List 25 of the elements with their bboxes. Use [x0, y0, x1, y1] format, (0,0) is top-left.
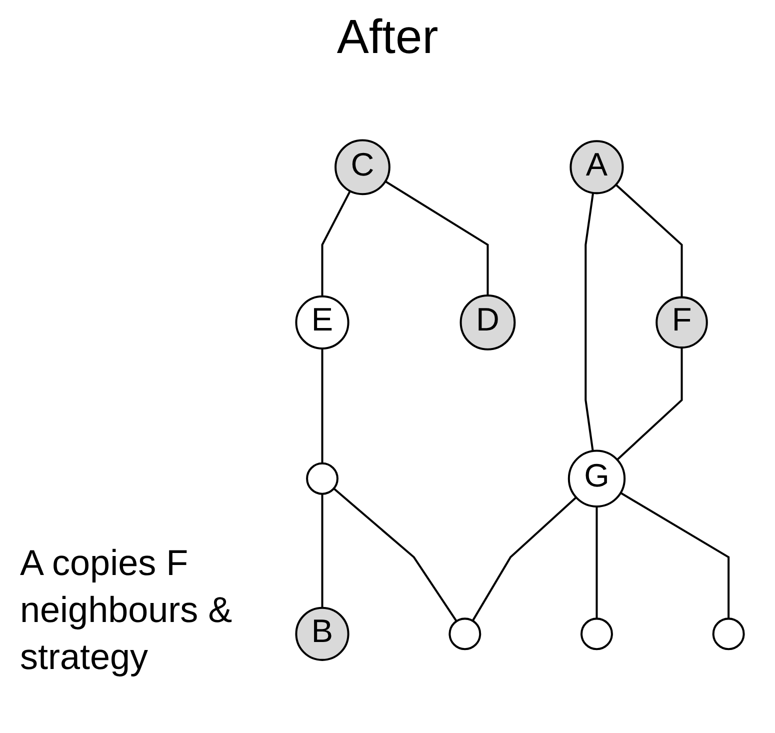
node-circle — [580, 618, 613, 650]
connector — [584, 192, 594, 452]
connector — [384, 180, 489, 296]
connector — [615, 184, 683, 298]
network-diagram: E C B D A G F — [280, 124, 760, 676]
connector — [620, 492, 730, 619]
node-circle — [570, 140, 624, 194]
connector — [616, 348, 683, 460]
node-circle — [656, 296, 708, 348]
connector — [321, 348, 324, 464]
node-circle — [295, 295, 350, 350]
node-circle — [295, 606, 350, 661]
diagram-title: After — [336, 10, 440, 65]
connector — [596, 506, 598, 619]
node-circle — [448, 618, 482, 650]
connector — [321, 494, 324, 608]
connector — [321, 190, 351, 296]
note-text: A copies F neighbours & strategy — [20, 541, 234, 679]
node-circle — [568, 450, 626, 508]
node-circle — [334, 139, 390, 196]
connector — [472, 496, 577, 622]
connector — [333, 488, 458, 622]
node-circle — [712, 618, 745, 650]
node-circle — [306, 462, 338, 495]
node-circle — [460, 294, 516, 350]
